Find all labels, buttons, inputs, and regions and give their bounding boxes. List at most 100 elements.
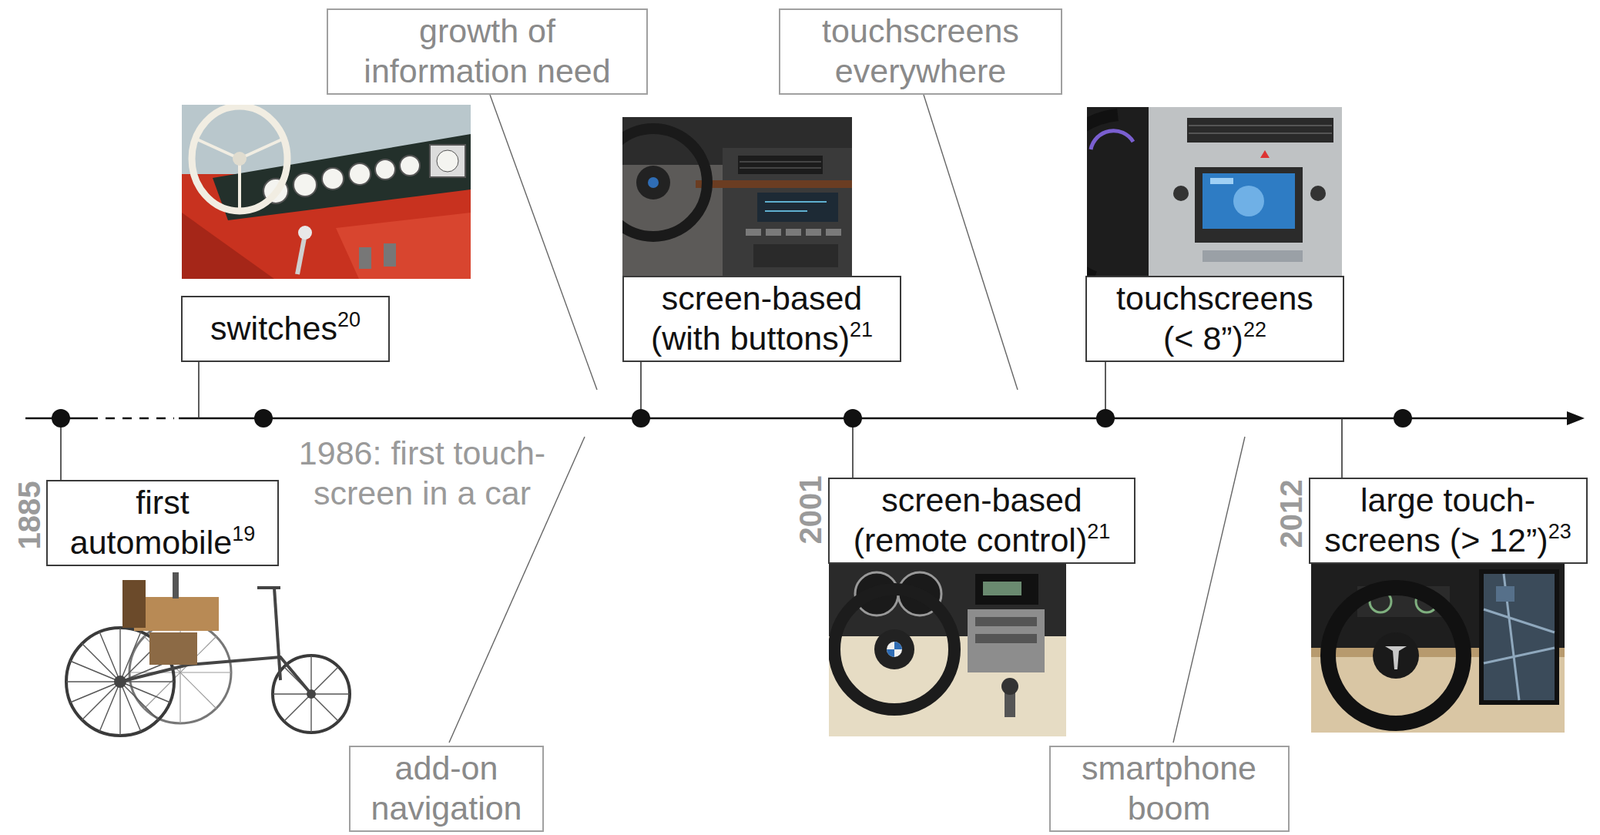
callout-box: growth of information need: [326, 8, 648, 95]
large-touchscreen-photo: [1385, 646, 1407, 670]
timeline-dot: [631, 409, 651, 428]
touchscreen-dashboard-photo: [1086, 107, 1342, 278]
year-label: 2001: [794, 476, 826, 545]
screen-dashboard-photo: [622, 117, 852, 278]
touchscreen-dashboard-photo: [1233, 185, 1265, 217]
callout-box: touchscreens everywhere: [778, 8, 1063, 95]
box-text: touchscreens everywhere: [805, 11, 1037, 91]
callout-box: smartphone boom: [1049, 745, 1290, 832]
milestone-text: touchscreens everywhere: [821, 12, 1020, 90]
vintage-dashboard-photo: [181, 212, 275, 279]
screen-dashboard-photo: [805, 228, 822, 236]
event-note: 1986: first touch- screen in a car: [283, 433, 561, 514]
vintage-dashboard-photo: [335, 212, 471, 279]
box-text: growth of information need: [352, 11, 623, 91]
vintage-dashboard-photo: [238, 158, 242, 210]
remote-dashboard-photo: [967, 609, 1045, 673]
remote-dashboard-photo: [975, 573, 1039, 605]
timeline-tick: [197, 362, 200, 419]
remote-dashboard-photo: [975, 633, 1037, 644]
milestone-text: screen-based (with buttons): [650, 279, 863, 357]
vintage-dashboard-photo: [297, 234, 306, 275]
first-car-illustration: [66, 572, 350, 736]
first-car-illustration: [129, 621, 232, 724]
large-touchscreen-photo: [1311, 563, 1565, 733]
screen-dashboard-photo: [825, 228, 842, 236]
reference-number: 22: [1243, 318, 1267, 342]
milestone-text: large touch- screens (> 12”): [1324, 481, 1548, 559]
large-touchscreen-photo: [1479, 569, 1560, 705]
year-label: 2012: [1275, 479, 1307, 549]
touchscreen-dashboard-photo: [1260, 150, 1270, 158]
year-label: 1885: [13, 481, 45, 551]
first-car-illustration: [120, 657, 312, 695]
vintage-dashboard-photo: [375, 159, 396, 180]
touchscreen-dashboard-photo: [1173, 185, 1189, 202]
first-car-illustration: [149, 632, 198, 665]
milestone-box: touchscreens (< 8”)22: [1085, 275, 1345, 363]
first-car-illustration: [134, 597, 219, 631]
timeline-axis: [178, 417, 1572, 420]
box-text: smartphone boom: [1061, 748, 1278, 829]
box-text: large touch- screens (> 12”)23: [1321, 480, 1576, 561]
vintage-dashboard-photo: [232, 151, 247, 166]
screen-dashboard-photo: [622, 117, 852, 278]
remote-dashboard-photo: [982, 581, 1022, 596]
screen-dashboard-photo: [764, 201, 827, 203]
leader-line: [923, 94, 1018, 390]
callout-box: add-on navigation: [348, 745, 544, 832]
box-text: switches20: [193, 308, 378, 349]
remote-dashboard-photo: [828, 563, 1067, 737]
milestone-text: add-on navigation: [370, 749, 522, 827]
touchscreen-dashboard-photo: [1148, 107, 1342, 278]
vintage-dashboard-photo: [298, 225, 312, 240]
touchscreen-dashboard-photo: [1187, 117, 1334, 143]
vintage-dashboard-photo: [399, 155, 420, 176]
first-car-illustration: [274, 587, 281, 681]
timeline-dot: [254, 409, 273, 428]
screen-dashboard-photo: [753, 244, 839, 268]
reference-number: 23: [1548, 519, 1572, 544]
touchscreen-dashboard-photo: [1086, 114, 1118, 278]
remote-dashboard-photo: [894, 641, 903, 650]
remote-dashboard-photo: [828, 563, 1067, 737]
vintage-dashboard-photo: [191, 106, 288, 212]
screen-dashboard-photo: [757, 192, 839, 222]
large-touchscreen-photo: [1483, 573, 1555, 701]
milestone-text: screen-based (remote control): [853, 481, 1087, 559]
milestone-box: large touch- screens (> 12”)23: [1308, 477, 1588, 564]
vintage-dashboard-photo: [358, 247, 372, 269]
box-text: touchscreens (< 8”)22: [1103, 278, 1327, 359]
first-car-illustration: [172, 572, 179, 599]
leader-line: [1173, 436, 1245, 743]
touchscreen-dashboard-photo: [1310, 185, 1326, 202]
timeline-tick: [60, 362, 1342, 480]
milestone-text: smartphone boom: [1081, 749, 1257, 827]
axis-arrowhead: [1566, 411, 1585, 426]
touchscreen-dashboard-photo: [1194, 167, 1303, 243]
screen-dashboard-photo: [636, 165, 671, 200]
milestone-box: screen-based (remote control)21: [828, 477, 1136, 564]
timeline-dot: [1096, 409, 1115, 428]
touchscreen-dashboard-photo: [1210, 177, 1234, 185]
screen-dashboard-photo: [765, 228, 782, 236]
box-text: screen-based (remote control)21: [840, 480, 1124, 561]
box-text: first automobile19: [62, 483, 263, 563]
timeline-axis: [88, 417, 175, 420]
touchscreen-dashboard-photo: [1202, 250, 1303, 262]
reference-number: 21: [1086, 519, 1111, 544]
timeline-dot: [843, 409, 863, 428]
large-touchscreen-photo: [1372, 632, 1419, 679]
reference-number: 20: [337, 308, 361, 332]
remote-dashboard-photo: [886, 641, 903, 658]
vintage-dashboard-photo: [322, 167, 344, 190]
remote-dashboard-photo: [1001, 677, 1019, 695]
milestone-text: touchscreens (< 8”): [1116, 279, 1314, 357]
screen-dashboard-photo: [722, 147, 852, 278]
milestone-text: growth of information need: [363, 12, 611, 90]
leader-line: [489, 94, 598, 390]
remote-dashboard-photo: [874, 629, 915, 670]
screen-dashboard-photo: [695, 180, 852, 188]
large-touchscreen-photo: [1496, 586, 1515, 602]
